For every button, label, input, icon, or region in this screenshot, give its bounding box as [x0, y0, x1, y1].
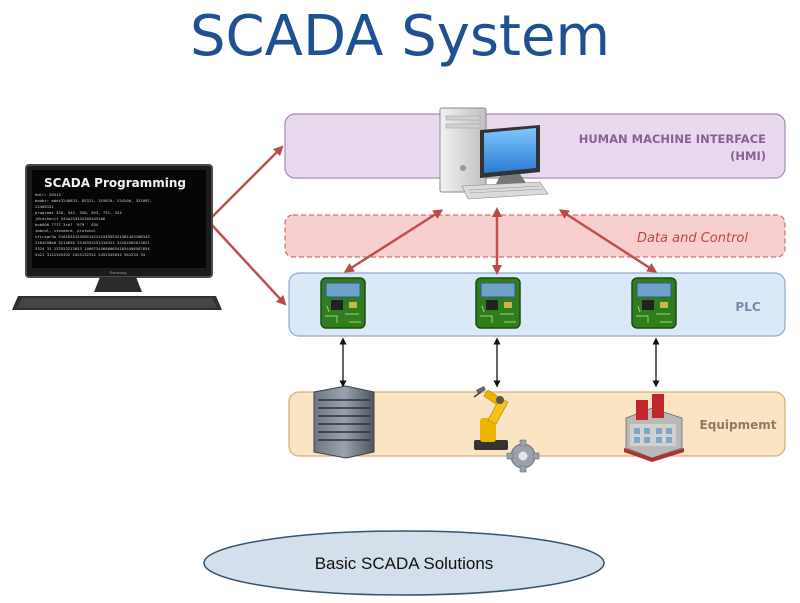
hmi-plc-arrow-left [343, 209, 444, 273]
monitor-code-line: bvb000 7777 3rb7 '979 ' 834 [35, 222, 99, 227]
robot-arm-icon [473, 386, 509, 450]
plc-label: PLC [735, 300, 760, 314]
hmi-computer-icon [439, 107, 549, 200]
server-rack-icon [313, 385, 375, 459]
monitor-code-line: 22408131 [35, 204, 54, 209]
footer-ellipse [203, 530, 605, 596]
monitor-code-line: Hdlr: 20513 [35, 192, 61, 197]
factory-icon [624, 394, 684, 462]
data-control-label: Data and Control [637, 231, 748, 246]
monitor-heading: SCADA Programming [44, 176, 186, 190]
monitor-code-line: jBrachenjt 544w2h3342205445166 [35, 216, 106, 221]
plc-board-icon [320, 277, 366, 329]
monitor-to-plc-arrow [210, 223, 287, 306]
monitor-code-line: programt 320, 542, 558, 853, 751, 324 [35, 210, 122, 215]
hmi-plc-arrow-right [558, 209, 658, 273]
monitor-code-line: 5421 3112345432 2423132312 2452345634 56… [35, 252, 146, 257]
monitor-code-line: sfiregr3p 516163512450514224154935321361… [35, 234, 150, 239]
page-title: SCADA System [189, 4, 611, 69]
monitor-code-line: bodbr: addr3240833, 85321, 315870, 22420… [35, 198, 152, 203]
equipment-label: Equipmemt [700, 418, 777, 432]
gear-icon [506, 439, 540, 473]
monitor-code-line: 2164550b0 3214650 3516353251418321 32164… [35, 240, 150, 245]
monitor-brand: Samsung [110, 270, 127, 275]
monitor-code-line: imbcal, standard, protocol [35, 228, 96, 233]
hmi-sub-label: (HMI) [730, 149, 766, 163]
plc-board-icon [475, 277, 521, 329]
plc-board-icon [631, 277, 677, 329]
monitor-code-line: 5324 31 133553213653 1466734568806541854… [35, 246, 150, 251]
monitor-to-hmi-arrow [210, 145, 284, 219]
footer-label: Basic SCADA Solutions [315, 554, 494, 573]
hmi-label: HUMAN MACHINE INTERFACE [579, 132, 766, 146]
